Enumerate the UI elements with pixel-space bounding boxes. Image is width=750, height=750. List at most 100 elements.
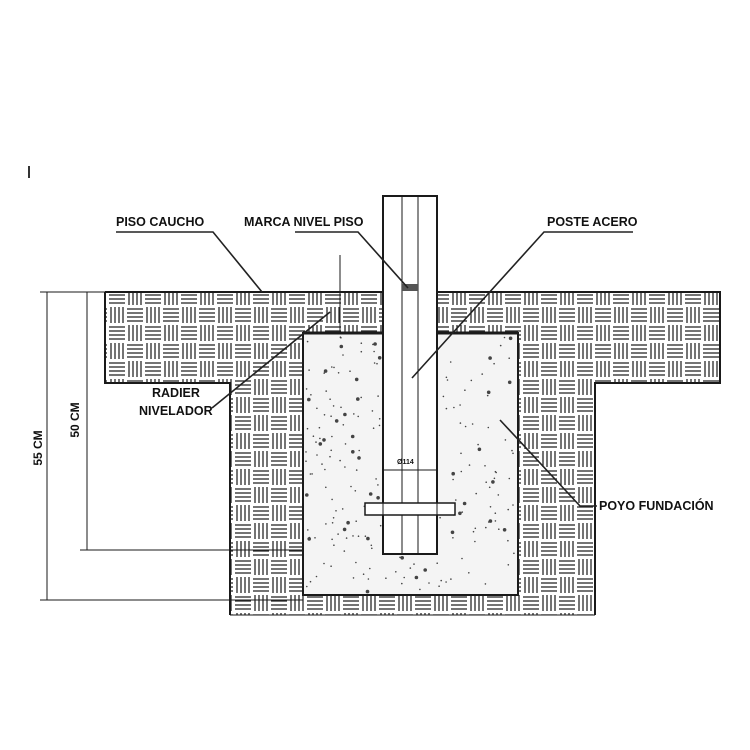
label-radier: RADIER xyxy=(152,386,200,400)
aggregate-dot xyxy=(332,517,335,519)
aggregate-dot xyxy=(372,343,374,346)
aggregate-dot xyxy=(452,478,454,481)
aggregate-dot xyxy=(419,588,421,591)
aggregate-dot xyxy=(314,537,316,539)
aggregate-dot xyxy=(475,492,478,495)
aggregate-dot xyxy=(318,426,321,429)
aggregate-dot xyxy=(305,460,307,463)
aggregate-dot xyxy=(331,538,333,541)
aggregate-dot xyxy=(344,443,347,445)
aggregate-dot xyxy=(455,499,457,501)
aggregate-dot xyxy=(507,508,510,511)
aggregate-dot xyxy=(468,572,470,574)
aggregate-dot xyxy=(376,362,378,365)
aggregate-dot xyxy=(487,426,490,429)
aggregate-dot xyxy=(445,376,448,379)
aggregate-dot xyxy=(495,471,498,474)
aggregate-dot xyxy=(449,361,452,363)
aggregate-dot xyxy=(365,589,370,594)
label-nivelador: NIVELADOR xyxy=(139,404,213,418)
aggregate-dot xyxy=(316,407,318,410)
aggregate-dot xyxy=(355,561,357,564)
aggregate-dot xyxy=(377,395,379,397)
aggregate-dot xyxy=(343,412,347,417)
aggregate-dot xyxy=(512,452,514,455)
anchor-bar xyxy=(364,502,456,516)
aggregate-dot xyxy=(458,511,462,516)
aggregate-dot xyxy=(329,455,331,458)
aggregate-dot xyxy=(315,441,317,443)
aggregate-dot xyxy=(375,478,377,480)
aggregate-dot xyxy=(428,582,430,584)
aggregate-dot xyxy=(342,527,347,532)
aggregate-dot xyxy=(508,336,513,341)
leader-poyo-fundacion xyxy=(499,419,597,507)
aggregate-dot xyxy=(485,526,487,529)
aggregate-dot xyxy=(508,477,511,480)
aggregate-dot xyxy=(340,406,342,409)
aggregate-dot xyxy=(423,568,428,572)
label-poyo-fundacion: POYO FUNDACIÓN xyxy=(599,498,714,513)
aggregate-dot xyxy=(464,425,467,428)
aggregate-dot xyxy=(360,350,363,353)
aggregate-dot xyxy=(322,438,326,442)
aggregate-dot xyxy=(306,340,309,343)
aggregate-dot xyxy=(309,473,312,475)
aggregate-dot xyxy=(331,522,334,524)
label-poste-acero: POSTE ACERO xyxy=(547,215,638,229)
leader-lines xyxy=(116,231,633,507)
aggregate-dot xyxy=(491,480,495,484)
aggregate-dot xyxy=(379,524,382,527)
aggregate-dot xyxy=(460,452,462,455)
aggregate-dot xyxy=(497,494,500,496)
pipe-diameter-annotation: Ø114 xyxy=(383,459,437,471)
aggregate-dot xyxy=(486,390,491,395)
aggregate-dot xyxy=(438,585,440,587)
aggregate-dot xyxy=(337,372,340,374)
aggregate-dot xyxy=(367,578,370,580)
aggregate-dot xyxy=(334,419,339,423)
aggregate-dot xyxy=(323,414,326,416)
aggregate-dot xyxy=(504,439,507,441)
aggregate-dot xyxy=(333,544,335,546)
aggregate-dot xyxy=(370,544,373,547)
aggregate-dot xyxy=(372,427,375,430)
aggregate-dot xyxy=(354,377,359,382)
aggregate-dot xyxy=(450,530,455,535)
aggregate-dot xyxy=(499,344,502,347)
aggregate-dot xyxy=(310,394,312,396)
aggregate-dot xyxy=(354,490,357,492)
aggregate-dot xyxy=(309,580,312,583)
aggregate-dot xyxy=(368,492,373,496)
leader-radier xyxy=(211,311,331,409)
aggregate-dot xyxy=(400,556,405,560)
aggregate-dot xyxy=(342,424,345,426)
aggregate-dot xyxy=(343,550,346,552)
aggregate-dot xyxy=(503,336,506,339)
aggregate-dot xyxy=(335,510,337,512)
aggregate-dot xyxy=(305,451,307,453)
aggregate-dot xyxy=(464,389,466,392)
aggregate-dot xyxy=(325,390,328,392)
aggregate-dot xyxy=(358,449,361,452)
aggregate-dot xyxy=(323,369,328,373)
aggregate-dot xyxy=(459,404,461,406)
aggregate-dot xyxy=(339,459,341,462)
aggregate-dot xyxy=(413,563,415,565)
aggregate-dot xyxy=(472,530,475,533)
aggregate-dot xyxy=(395,571,397,573)
aggregate-dot xyxy=(446,379,449,381)
aggregate-dot xyxy=(355,520,358,522)
aggregate-dot xyxy=(474,527,477,530)
aggregate-dot xyxy=(494,512,497,514)
aggregate-dot xyxy=(442,395,445,398)
aggregate-dot xyxy=(489,506,492,508)
aggregate-dot xyxy=(321,463,323,465)
aggregate-dot xyxy=(333,366,335,369)
aggregate-dot xyxy=(329,398,331,401)
aggregate-dot xyxy=(308,369,310,371)
pipe-diameter-label: Ø114 xyxy=(397,459,414,466)
aggregate-dot xyxy=(502,528,507,532)
aggregate-dot xyxy=(436,562,439,564)
